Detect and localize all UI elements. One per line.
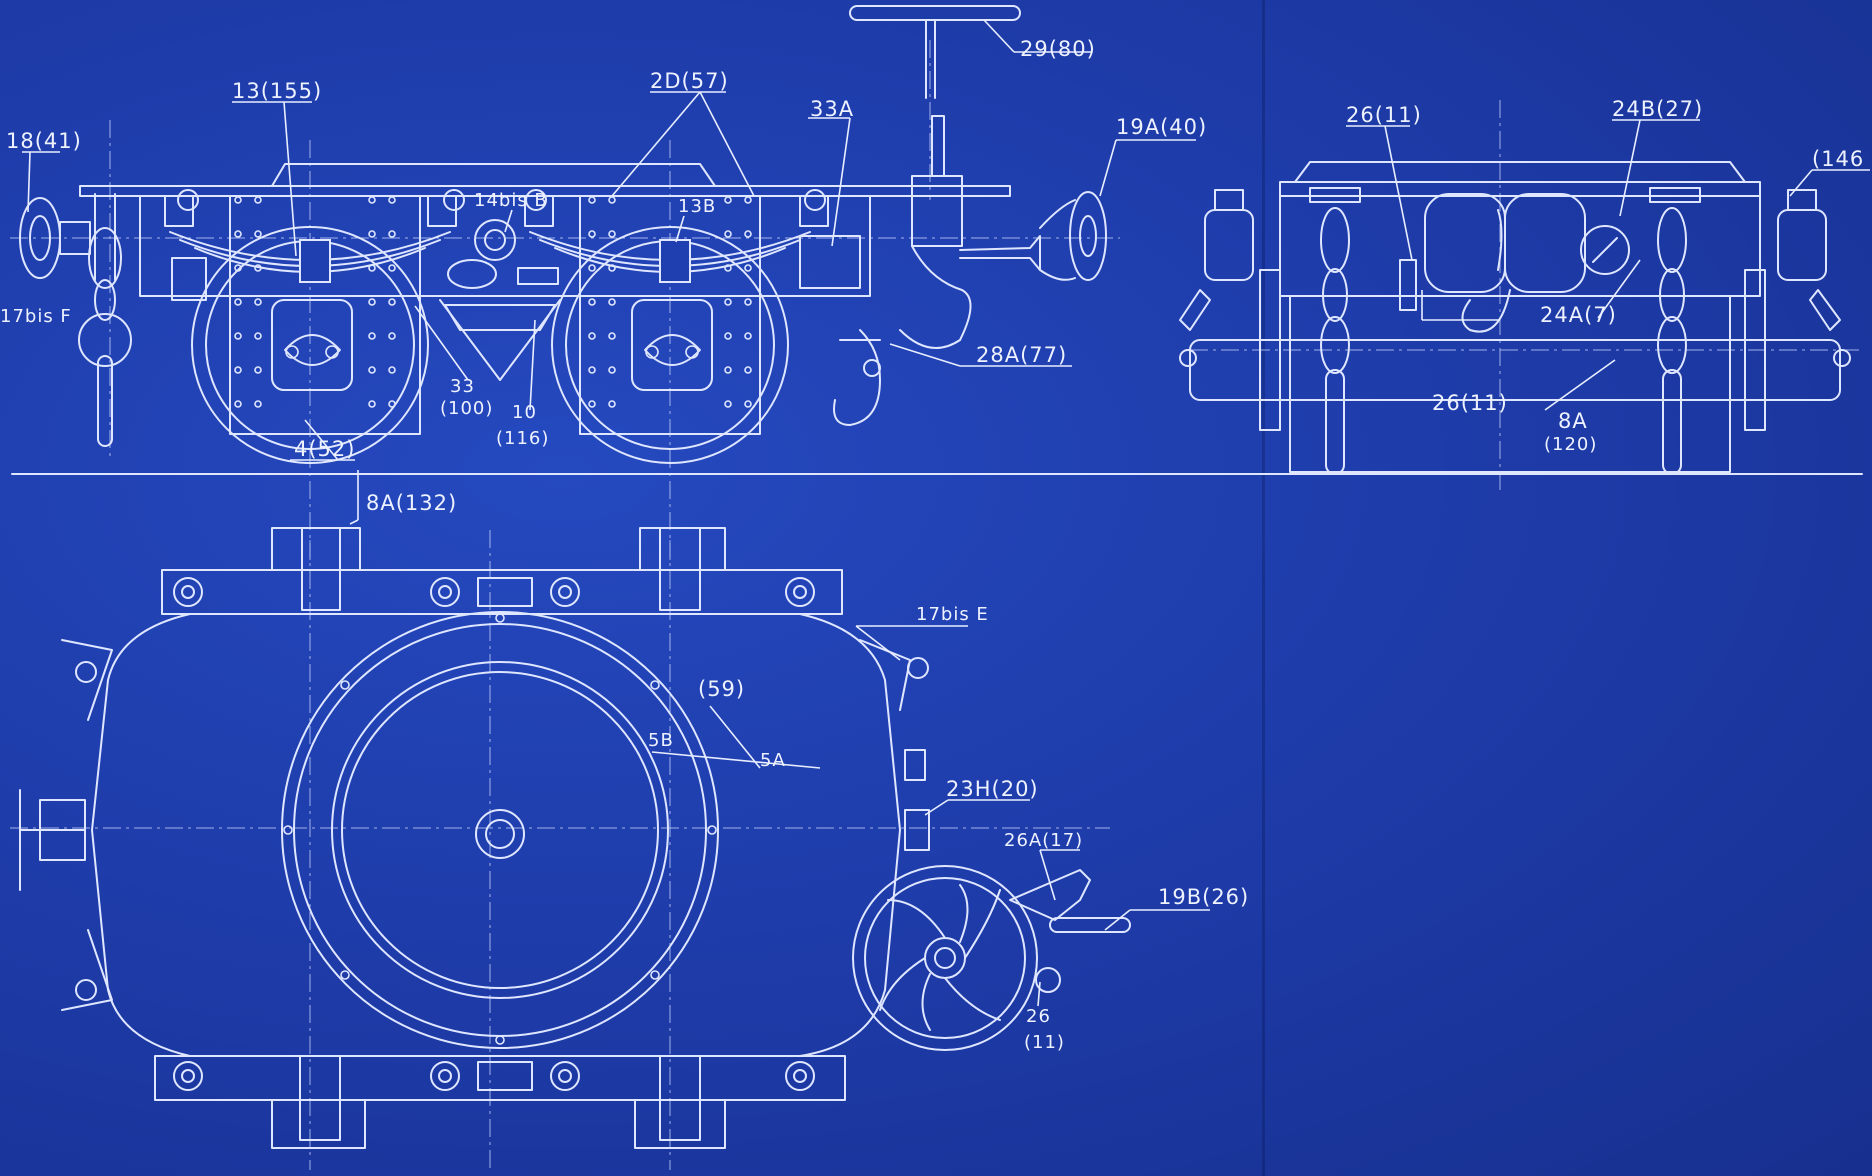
label-100: (100) [440,398,493,419]
label-24B-27: 24B(27) [1612,97,1703,121]
disc-bolts [283,613,717,1045]
paper-fold [1262,0,1265,1176]
rivets [234,196,752,408]
spring-hangers [164,195,829,227]
callout-labels: 18(41) 13(155) 2D(57) 33A 29(80) 19A(40)… [0,37,1864,1053]
label-17bis-E: 17bis E [916,604,989,625]
leader-lines [22,19,1870,1007]
label-5B: 5B [648,730,674,751]
plan-bottom-nuts [173,1061,815,1091]
label-8A: 8A [1558,409,1588,433]
label-116: (116) [496,428,549,449]
label-23H-20: 23H(20) [946,777,1039,801]
label-33A: 33A [810,97,854,121]
label-13B: 13B [678,196,716,217]
label-26: 26 [1026,1006,1051,1027]
label-19B-26: 19B(26) [1158,885,1249,909]
label-26A-17: 26A(17) [1004,830,1083,851]
label-18-41: 18(41) [6,129,82,153]
label-120: (120) [1544,434,1597,455]
label-5A: 5A [760,750,786,771]
left-buffer [19,193,207,447]
label-10: 10 [512,402,537,423]
label-28A-77: 28A(77) [976,343,1067,367]
plan-top-nuts [173,577,815,607]
label-13-155: 13(155) [232,79,322,103]
end-view [1179,161,1851,475]
label-4-52: 4(52) [294,437,355,461]
label-26-11-mid: 26(11) [1432,391,1508,415]
label-26-11-top: 26(11) [1346,103,1422,127]
top-nuts [177,189,826,211]
side-elevation [19,5,1107,464]
label-8A-132: 8A(132) [366,491,457,515]
label-19A-40: 19A(40) [1116,115,1207,139]
label-29-80: 29(80) [1020,37,1096,61]
centerlines [10,40,1860,1170]
label-2D-57: 2D(57) [650,69,729,93]
label-59: (59) [698,677,745,701]
label-11: (11) [1024,1032,1065,1053]
end-chains [1309,187,1701,475]
brake-hand-wheel [852,865,1131,1051]
plan-view [19,527,1131,1149]
brake-column [799,5,1021,426]
label-14bis-B: 14bis B [474,190,548,211]
label-33: 33 [450,376,475,397]
label-24A-7: 24A(7) [1540,303,1617,327]
right-buffer [959,191,1107,281]
label-17bis-F: 17bis F [0,306,72,327]
label-146: (146 [1812,147,1864,171]
